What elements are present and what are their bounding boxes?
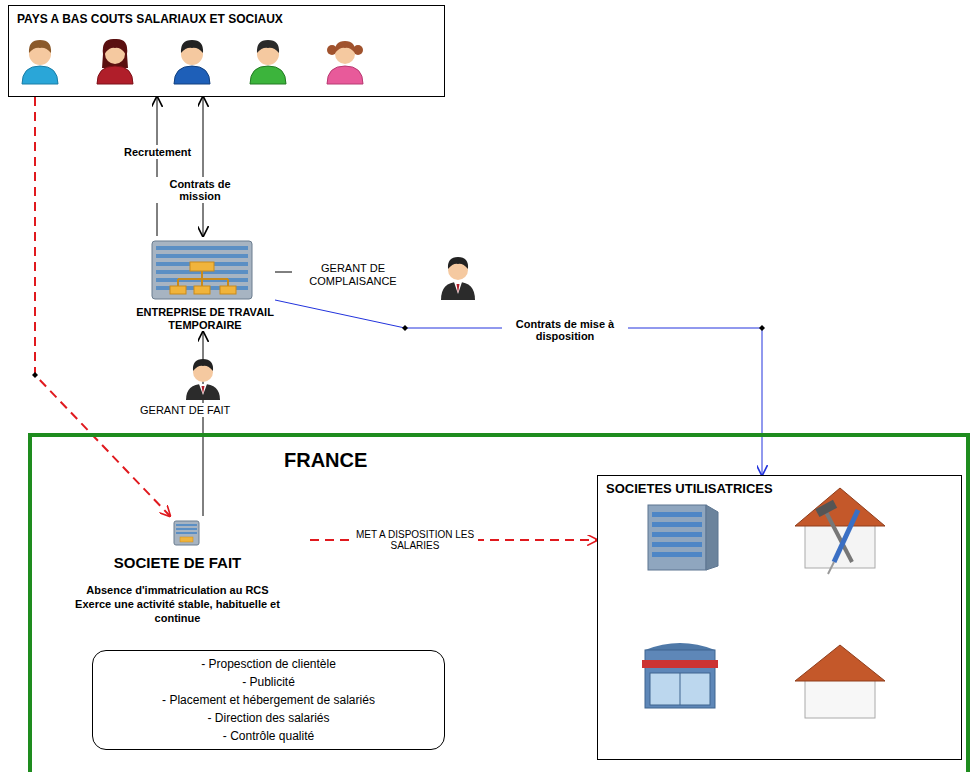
shop-icon-part bbox=[645, 643, 715, 650]
country-region: FRANCE SOCIETE DE FAIT Absence d'immatricu… bbox=[28, 433, 970, 772]
worker-icon-part bbox=[105, 41, 125, 53]
house-icon-part bbox=[795, 645, 885, 681]
worker-icon-part bbox=[250, 66, 286, 84]
building-icon bbox=[152, 241, 252, 299]
building-icon-part bbox=[176, 528, 197, 530]
worker-icon bbox=[250, 40, 286, 84]
list-item: - Publicité bbox=[101, 673, 436, 691]
shop-icon bbox=[642, 643, 718, 708]
office-building-icon-part bbox=[648, 505, 706, 570]
manager-icon-part bbox=[202, 386, 205, 394]
worker-icon-part bbox=[335, 41, 355, 53]
office-building-icon-part bbox=[652, 552, 702, 557]
shop-icon-part bbox=[680, 673, 681, 705]
worker-icon bbox=[22, 40, 58, 84]
edge-label: MET A DISPOSITION LES SALARIES bbox=[352, 528, 478, 552]
workshop-house-icon-part bbox=[795, 488, 885, 526]
workshop-house-icon-part bbox=[828, 562, 834, 574]
worker-icon bbox=[327, 41, 363, 84]
client-box: SOCIETES UTILISATRICES bbox=[597, 475, 962, 760]
list-item: - Contrôle qualité bbox=[101, 727, 436, 745]
workshop-house-icon-part bbox=[815, 500, 837, 517]
building-icon bbox=[174, 521, 199, 545]
building-icon-part bbox=[190, 262, 214, 271]
edge-label: Contrats de mission bbox=[152, 177, 248, 203]
shop-icon-part bbox=[650, 673, 710, 705]
region-box: PAYS A BAS COUTS SALARIAUX ET SOCIAUX bbox=[8, 5, 445, 97]
shop-icon-part bbox=[642, 660, 718, 668]
office-building-icon-part bbox=[652, 542, 702, 547]
manager-icon-part bbox=[193, 359, 213, 371]
box-title: PAYS A BAS COUTS SALARIAUX ET SOCIAUX bbox=[17, 12, 436, 26]
worker-icon-part bbox=[181, 40, 203, 53]
building-icon-part bbox=[152, 241, 252, 299]
house-icon-part bbox=[805, 678, 875, 718]
building-icon-part bbox=[170, 286, 186, 294]
worker-icon-part bbox=[327, 66, 363, 84]
connector-arrow bbox=[157, 97, 158, 236]
worker-icon-part bbox=[97, 66, 133, 84]
building-icon-part bbox=[156, 246, 248, 250]
junction-dot bbox=[759, 325, 765, 331]
edge-label: GERANT DE FAIT bbox=[137, 403, 233, 417]
edge-label: Contrats de mise à disposition bbox=[502, 317, 628, 343]
list-item: - Placement et hébergement de salariés bbox=[101, 691, 436, 709]
workshop-house-icon bbox=[795, 488, 885, 574]
person-node: GERANT DE COMPLAISANCE bbox=[292, 258, 414, 292]
worker-icon-part bbox=[22, 66, 58, 84]
edge-label: Recrutement bbox=[121, 145, 194, 159]
worker-icon-part bbox=[29, 40, 51, 53]
building-icon-part bbox=[174, 521, 199, 545]
list-item: - Direction des salariés bbox=[101, 709, 436, 727]
worker-icon-part bbox=[102, 39, 128, 68]
company-node: ENTREPRISE DE TRAVAIL TEMPORAIRE bbox=[135, 236, 275, 332]
company-title: SOCIETE DE FAIT bbox=[45, 554, 310, 571]
box-title: SOCIETES UTILISATRICES bbox=[606, 481, 953, 496]
activity-box: - Propesction de clientèle- Publicité- P… bbox=[92, 650, 445, 750]
house-icon bbox=[795, 645, 885, 718]
connector-arrow bbox=[275, 300, 762, 475]
worker-icon-part bbox=[174, 66, 210, 84]
manager-icon-part bbox=[186, 384, 220, 400]
connector-arrow bbox=[275, 272, 292, 273]
manager-icon-part bbox=[199, 384, 207, 395]
office-building-icon-part bbox=[652, 532, 702, 537]
list-item: - Propesction de clientèle bbox=[101, 655, 436, 673]
region-title: FRANCE bbox=[284, 449, 367, 472]
junction-dot bbox=[32, 372, 38, 378]
office-building-icon bbox=[648, 505, 718, 570]
building-icon-part bbox=[156, 254, 248, 258]
junction-dot bbox=[402, 325, 408, 331]
building-icon-part bbox=[178, 271, 228, 286]
shop-icon-part bbox=[645, 650, 715, 708]
company-label: ENTREPRISE DE TRAVAIL TEMPORAIRE bbox=[135, 306, 275, 332]
manager-icon-part bbox=[448, 257, 468, 269]
workshop-house-icon-part bbox=[834, 510, 858, 562]
connector-arrow bbox=[203, 97, 204, 236]
worker-icon-part bbox=[257, 40, 279, 53]
building-icon-part bbox=[176, 524, 197, 526]
office-building-icon-part bbox=[652, 522, 702, 527]
manager-icon-part bbox=[441, 282, 475, 300]
manager-icon bbox=[186, 359, 220, 400]
company-note: Absence d'immatriculation au RCS Exerce … bbox=[70, 583, 285, 625]
office-building-icon-part bbox=[706, 505, 718, 570]
worker-icon bbox=[97, 39, 133, 84]
building-icon-part bbox=[180, 537, 193, 542]
building-icon-part bbox=[220, 286, 236, 294]
company-node: SOCIETE DE FAIT Absence d'immatriculation… bbox=[45, 516, 310, 625]
person-label: GERANT DE COMPLAISANCE bbox=[298, 262, 408, 288]
building-icon-part bbox=[176, 532, 197, 534]
manager-icon bbox=[441, 257, 475, 300]
manager-icon-part bbox=[457, 284, 460, 293]
worker-icon bbox=[174, 40, 210, 84]
building-icon-part bbox=[194, 286, 210, 294]
manager-icon-part bbox=[454, 282, 462, 294]
office-building-icon-part bbox=[652, 512, 702, 517]
